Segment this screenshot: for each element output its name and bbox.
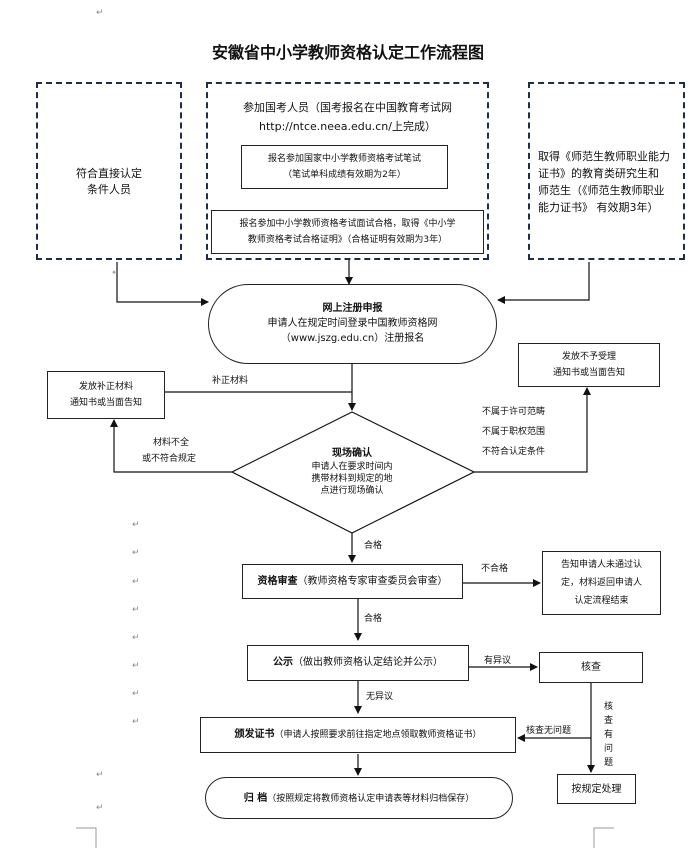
check-problem-char-4: 问	[604, 744, 614, 754]
review-rest: （教师资格专家审查委员会审查）	[297, 576, 448, 587]
reject-line-2: 通知书或当面告知	[552, 368, 625, 378]
archive-rest: （按照规定将教师资格认定申请表等材料归档保存）	[267, 794, 475, 804]
paragraph-mark: ↵	[96, 770, 104, 780]
paragraph-mark: ↵	[132, 605, 140, 615]
paragraph-mark: ↵	[96, 8, 104, 18]
not-eligible-label-2: 不属于职权范围	[482, 427, 546, 437]
fail-notice-box: 告知申请人未通过认 定，材料返回申请人 认定流程结束	[542, 551, 661, 615]
paragraph-mark: ↵	[132, 520, 140, 530]
publicity-box: 公示（做出教师资格认定结论并公示）	[247, 645, 469, 681]
page-title: 安徽省中小学教师资格认定工作流程图	[211, 43, 484, 62]
verification-text: 核查	[581, 662, 601, 673]
issue-rest: （申请人按照要求前往指定地点领取教师资格证书）	[274, 730, 482, 740]
corner-mark-right	[593, 827, 614, 848]
online-title: 网上注册申报	[322, 303, 383, 314]
publicity-rest: （做出教师资格认定结论并公示）	[293, 657, 443, 668]
fail-line-2: 定，材料返回申请人	[560, 578, 642, 588]
check-ok-label: 核查无问题	[526, 726, 572, 736]
direct-line-1: 符合直接认定	[76, 167, 142, 180]
arrow-onsite-supplement	[110, 419, 232, 473]
paragraph-mark: ↵	[96, 803, 104, 813]
check-problem-char-5: 题	[604, 758, 614, 768]
arrow-onsite-reject	[474, 387, 591, 473]
direct-line-2: 条件人员	[87, 183, 131, 196]
verification-box: 核查	[539, 652, 643, 683]
interview-line-2: 教师资格考试合格证明》（合格证明有效期为3年）	[247, 235, 448, 245]
onsite-diamond	[230, 411, 476, 534]
paragraph-mark: ↵	[132, 661, 140, 671]
fail-line-3: 认定流程结束	[574, 596, 629, 606]
not-eligible-label-1: 不属于许可范畴	[482, 407, 546, 417]
objection-label: 有异议	[484, 656, 512, 666]
arrow-cert-online	[497, 262, 590, 304]
issue-text: 颁发证书（申请人按照要求前往指定地点领取教师资格证书）	[201, 727, 515, 742]
archive-box: 归 档（按照规定将教师资格认定申请表等材料归档保存）	[205, 777, 513, 819]
fail-label: 不合格	[481, 564, 509, 574]
supplement-label: 补正材料	[212, 376, 249, 386]
written-exam-box: 报名参加国家中小学教师资格考试笔试 （笔试单科成绩有效期为2年）	[241, 145, 448, 189]
review-title: 资格审查	[257, 576, 298, 587]
onsite-line-4: 点进行现场确认	[320, 486, 384, 496]
archive-text: 归 档（按照规定将教师资格认定申请表等材料归档保存）	[206, 791, 512, 806]
fail-line-1: 告知申请人未通过认	[560, 560, 642, 570]
not-eligible-label-3: 不符合认定条件	[482, 447, 546, 457]
not-accepted-notice-box: 发放不予受理 通知书或当面告知	[518, 343, 660, 387]
online-line-3: （www.jszg.edu.cn）注册报名	[280, 333, 425, 344]
qualification-review-box: 资格审查（教师资格专家审查委员会审查）	[242, 564, 463, 599]
direct-identification-box: 符合直接认定 条件人员	[36, 82, 182, 260]
handle-box: 按规定处理	[557, 774, 636, 804]
written-line-2: （笔试单科成绩有效期为2年）	[283, 170, 406, 180]
onsite-line-3: 携带材料到规定的地	[311, 474, 393, 484]
arrow-direct-online	[116, 262, 209, 306]
pass-label-1: 合格	[364, 541, 383, 551]
check-problem-char-1: 核	[604, 702, 614, 712]
onsite-line-2: 申请人在要求时间内	[311, 462, 393, 472]
exam-line-1: 参加国考人员（国考报名在中国教育考试网	[243, 101, 452, 114]
exam-line-2: http://ntce.neea.edu.cn/上完成）	[259, 120, 436, 133]
review-text: 资格审查（教师资格专家审查委员会审查）	[243, 574, 462, 589]
online-registration-box: 网上注册申报 申请人在规定时间登录中国教师资格网 （www.jszg.edu.c…	[208, 284, 497, 364]
archive-title: 归 档	[243, 793, 268, 804]
reject-line-1: 发放不予受理	[561, 352, 616, 362]
normal-student-cert-box: 取得《师范生教师职业能力 证书》的教育类研究生和 师范生（《师范生教师职业 能力…	[528, 82, 685, 260]
pass-label-2: 合格	[364, 614, 383, 624]
publicity-text: 公示（做出教师资格认定结论并公示）	[248, 655, 468, 670]
incomplete-label-2: 或不符合规定	[142, 454, 197, 464]
supplement-line-2: 通知书或当面告知	[69, 398, 142, 408]
incomplete-label-1: 材料不全	[153, 438, 190, 448]
issue-title: 颁发证书	[234, 729, 275, 740]
check-problem-char-2: 查	[604, 716, 614, 726]
paragraph-mark: ↵	[132, 633, 140, 643]
cert-line-4: 能力证书》 有效期3年）	[538, 201, 659, 214]
written-line-1: 报名参加国家中小学教师资格考试笔试	[267, 154, 421, 164]
publicity-title: 公示	[273, 657, 293, 668]
cert-line-3: 师范生（《师范生教师职业	[538, 184, 665, 197]
no-objection-label: 无异议	[366, 692, 394, 702]
paragraph-mark: ↵	[132, 577, 140, 587]
interview-box: 报名参加中小学教师资格考试面试合格，取得《中小学 教师资格考试合格证明》（合格证…	[211, 210, 484, 254]
paragraph-mark: ↵	[132, 689, 140, 699]
paragraph-mark: ↵	[132, 717, 140, 727]
paragraph-mark: ↵	[112, 268, 120, 278]
cert-line-2: 证书》的教育类研究生和	[538, 167, 659, 180]
handle-text: 按规定处理	[571, 784, 622, 795]
corner-mark-left	[76, 827, 97, 848]
supplement-notice-box: 发放补正材料 通知书或当面告知	[47, 371, 165, 419]
onsite-title: 现场确认	[332, 448, 372, 459]
paragraph-mark: ↵	[132, 548, 140, 558]
cert-line-1: 取得《师范生教师职业能力	[538, 150, 670, 163]
issue-certificate-box: 颁发证书（申请人按照要求前往指定地点领取教师资格证书）	[200, 717, 516, 753]
online-line-2: 申请人在规定时间登录中国教师资格网	[267, 318, 438, 329]
interview-line-1: 报名参加中小学教师资格考试面试合格，取得《中小学	[239, 219, 456, 229]
supplement-line-1: 发放补正材料	[78, 382, 133, 392]
check-problem-char-3: 有	[604, 730, 614, 740]
